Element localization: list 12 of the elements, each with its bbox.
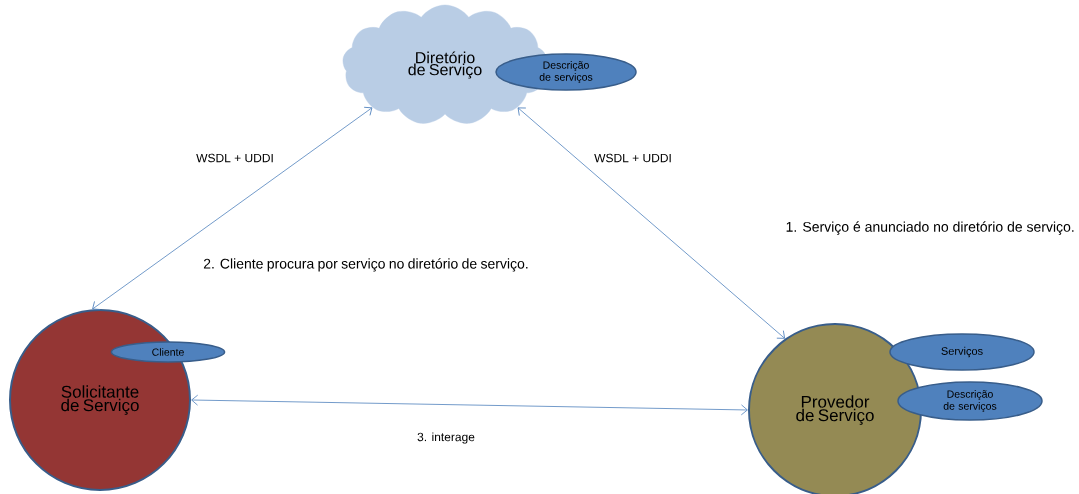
arrow	[517, 107, 786, 339]
ellipse-tag: Descrição de serviços	[897, 381, 1043, 421]
note-text: 2. Cliente procura por serviço no diretório de serviço.	[203, 258, 528, 272]
arrow	[191, 394, 748, 416]
ellipse-tag: Cliente	[110, 341, 226, 363]
edge-label: WSDL + UDDI	[195, 152, 275, 164]
edge-label: 3. interage	[416, 431, 476, 445]
note-text: 1. Serviço é anunciado no diretório de serviço.	[786, 221, 1074, 235]
arrow	[92, 106, 373, 310]
ellipse-tag: Serviços	[889, 333, 1035, 371]
edge-label: WSDL + UDDI	[593, 152, 673, 164]
ellipse-tag: Descrição de serviços	[495, 53, 637, 91]
